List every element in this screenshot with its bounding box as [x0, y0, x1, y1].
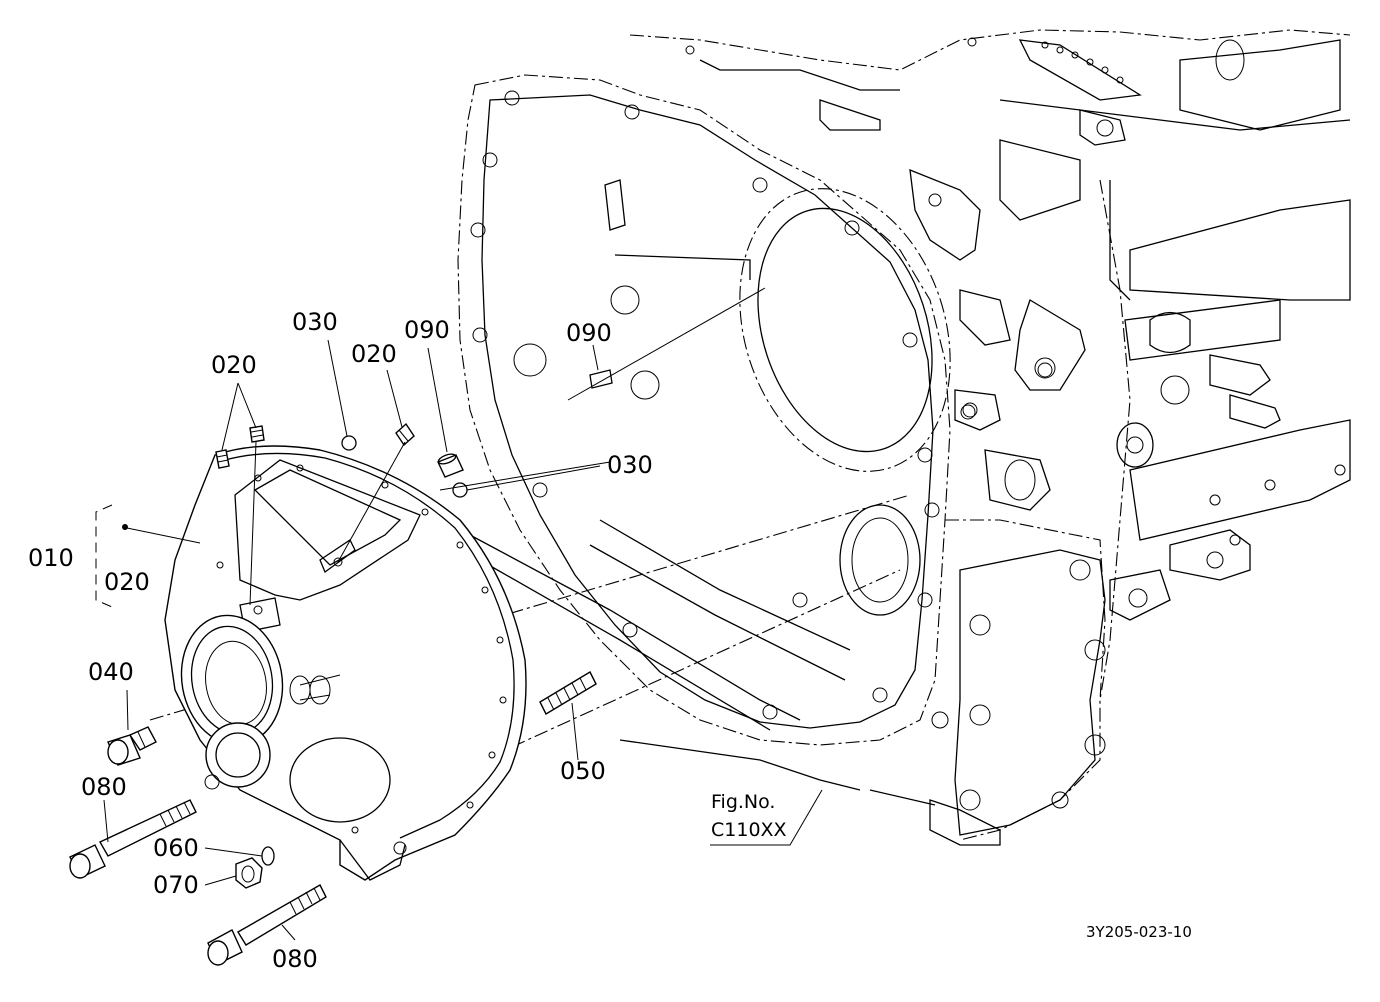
label-040: 040	[88, 658, 134, 686]
dot-010	[122, 524, 128, 530]
fig-ref-line1: Fig.No.	[711, 791, 775, 813]
transmission-case	[457, 29, 1351, 846]
label-050: 050	[560, 757, 606, 785]
lock-washer-060	[261, 846, 275, 866]
figure-reference: Fig.No. C110XX	[711, 791, 787, 841]
bolt-080-upper	[69, 799, 197, 879]
plug-020-left-b	[249, 425, 265, 443]
label-060: 060	[153, 834, 199, 862]
bracket-010	[95, 504, 113, 608]
o-ring-030-upper	[341, 435, 357, 451]
label-020-bracket: 020	[104, 568, 150, 596]
leader-lines	[103, 339, 823, 941]
label-030-b: 030	[607, 451, 653, 479]
fig-ref-line2: C110XX	[711, 819, 787, 841]
label-080-a: 080	[81, 773, 127, 801]
plug-020-right	[395, 422, 415, 447]
plug-020-left-a	[215, 449, 230, 469]
label-090-b: 090	[566, 319, 612, 347]
label-020-b: 020	[351, 340, 397, 368]
plug-bolt-040	[107, 726, 157, 766]
dowel-pin-090	[437, 453, 464, 478]
nut-070	[235, 857, 263, 889]
label-010: 010	[28, 544, 74, 572]
label-080-b: 080	[272, 945, 318, 973]
stud-050	[539, 671, 597, 715]
o-ring-030-lower	[452, 482, 468, 498]
label-070: 070	[153, 871, 199, 899]
drawing-code: 3Y205-023-10	[1086, 923, 1192, 941]
part-labels: 010 020 020 020 030 030 040 050 060 070 …	[28, 308, 653, 973]
front-housing-010	[164, 445, 527, 881]
bolt-080-lower	[207, 884, 327, 966]
label-030-a: 030	[292, 308, 338, 336]
label-090-a: 090	[404, 316, 450, 344]
label-020-a: 020	[211, 351, 257, 379]
